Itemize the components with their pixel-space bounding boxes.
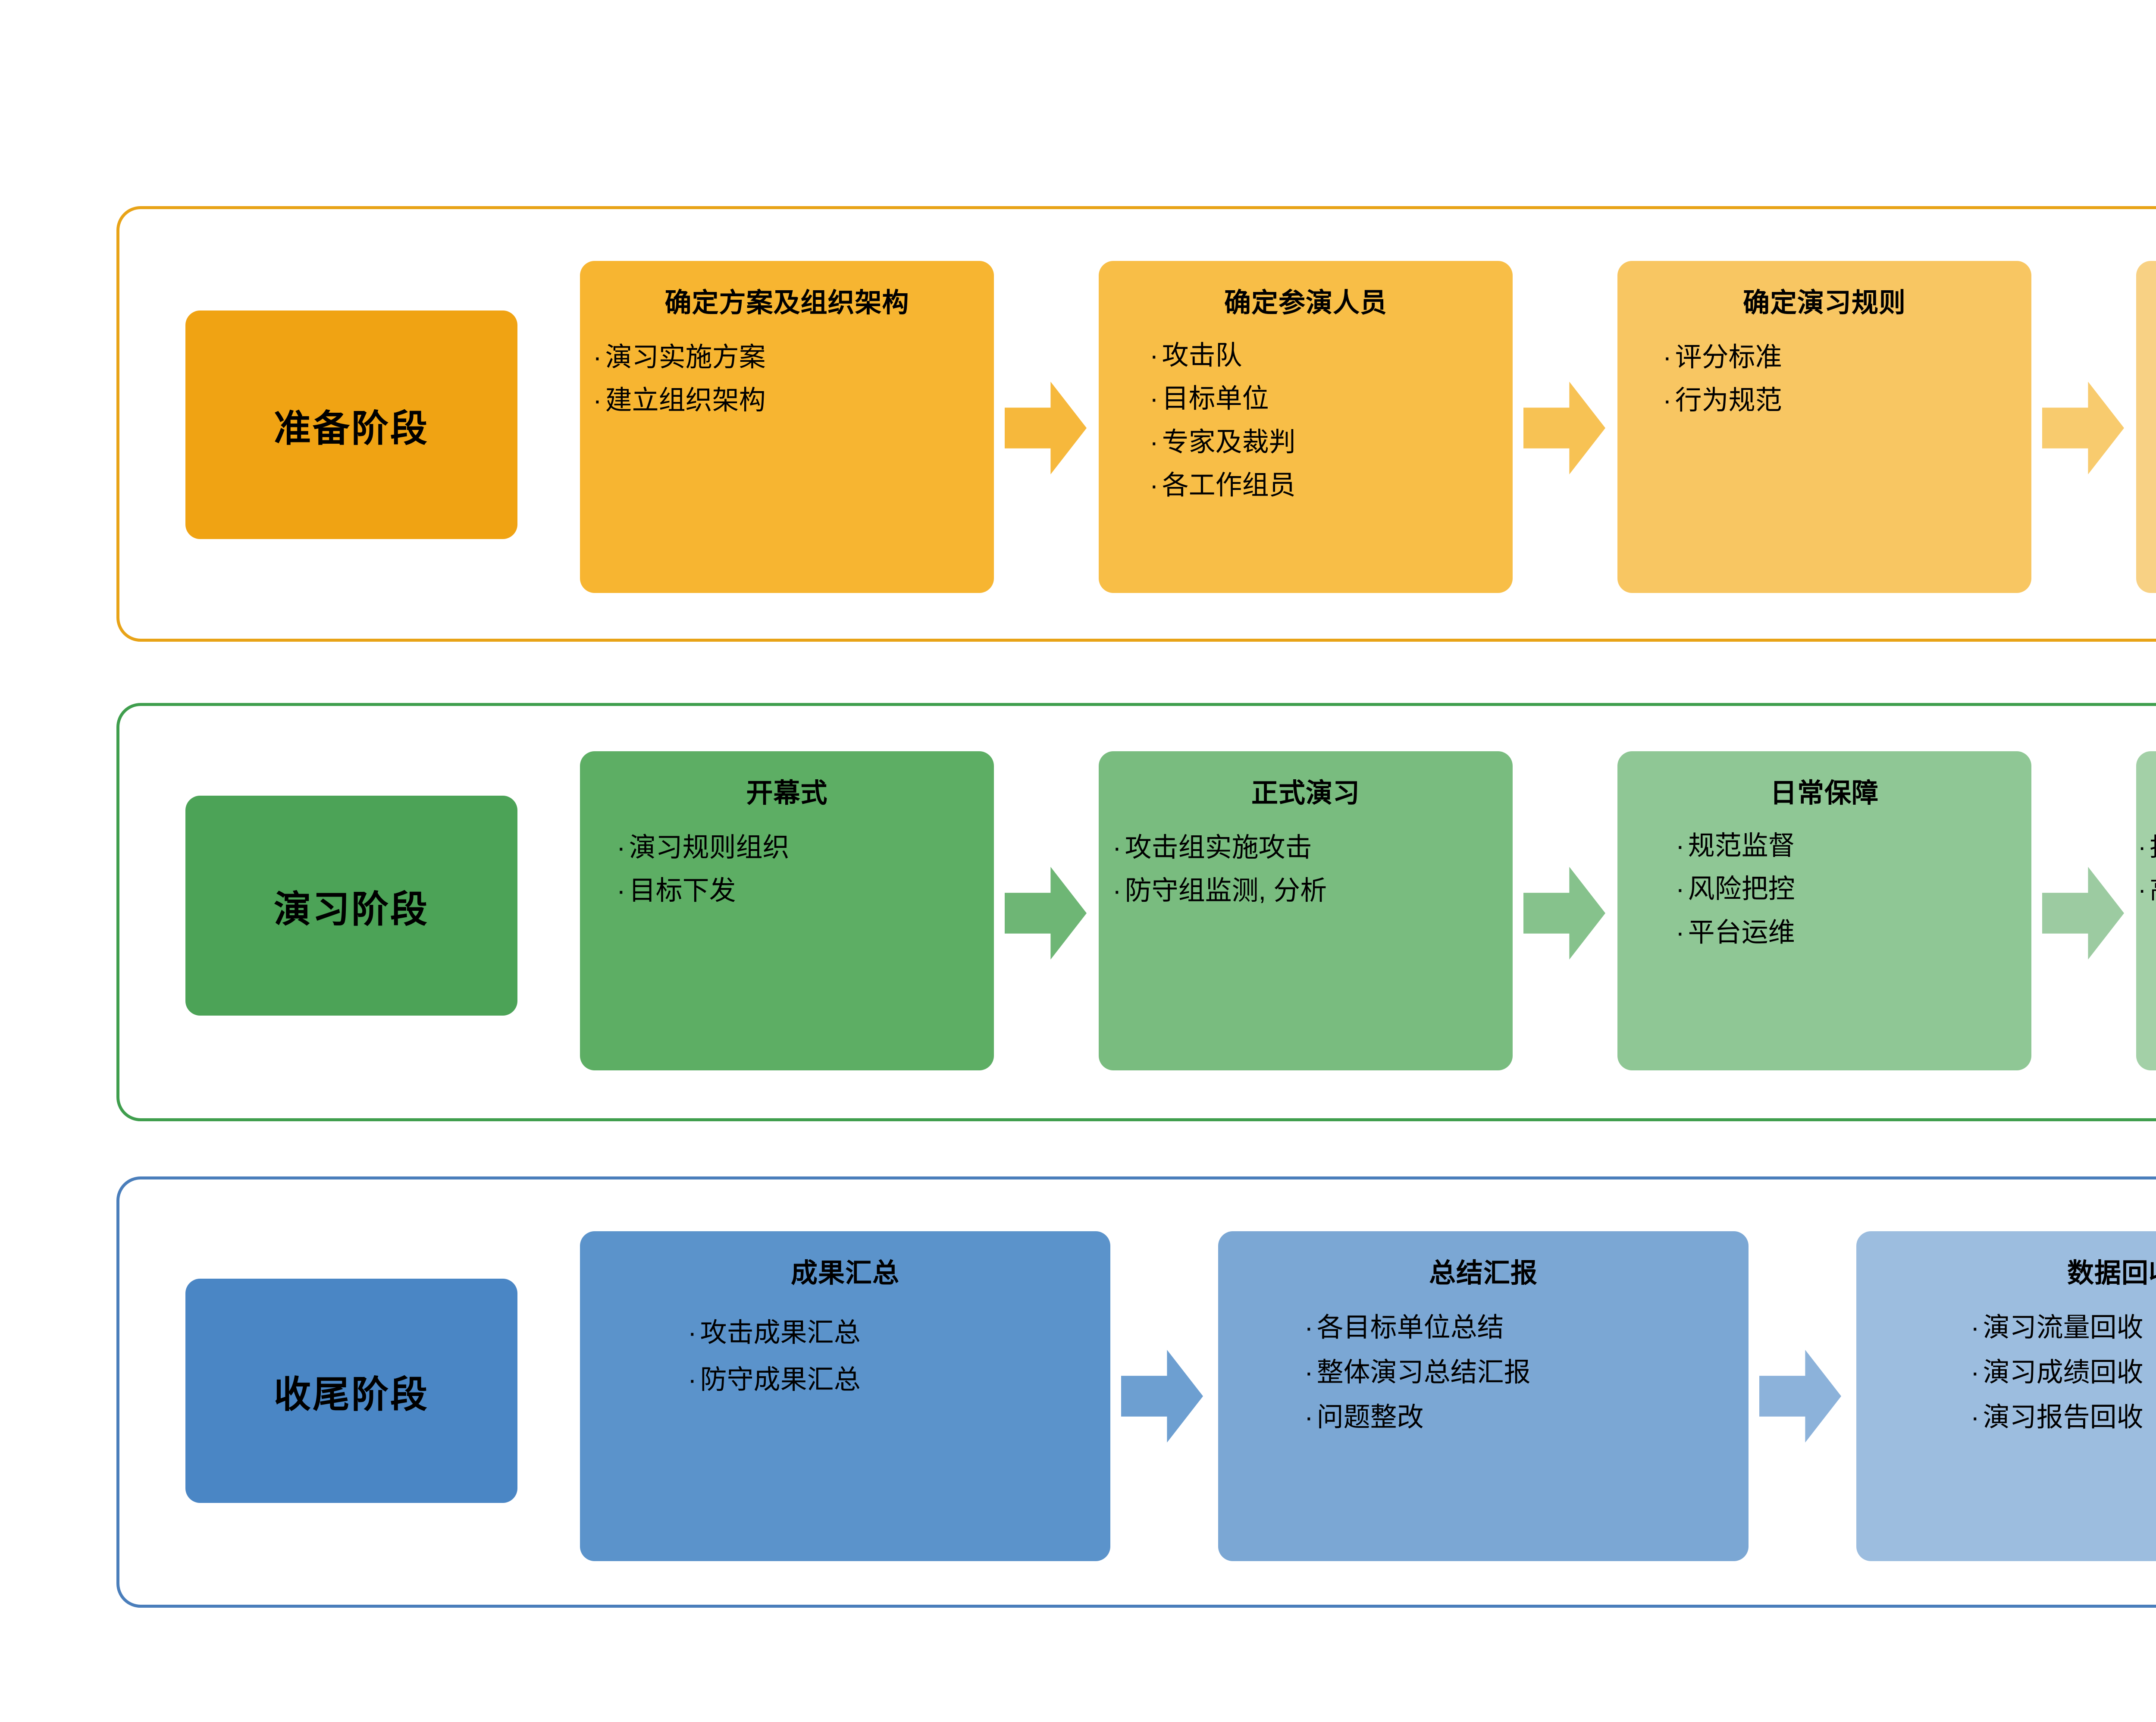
step-card-title: 确定方案及组织架构 [664, 288, 909, 318]
list-item: ·规范监督 [1676, 831, 1795, 861]
step-card-list: ·演习规则组织 ·目标下发 [580, 826, 994, 913]
step-card-title: 确定参演人员 [1224, 288, 1387, 318]
list-item: ·防守成果汇总 [688, 1364, 861, 1395]
step-card-orange-3[interactable]: 确定演习规则 ·评分标准 ·行为规范 [1617, 261, 2031, 593]
list-item: ·演习流量回收 [1971, 1313, 2143, 1342]
bullet-icon: · [593, 386, 602, 416]
list-item: ·整体演习总结汇报 [1304, 1358, 1531, 1388]
list-item: ·演习实施方案 [593, 342, 766, 372]
bullet-icon: · [593, 342, 602, 372]
bullet-icon: · [1971, 1402, 1980, 1433]
phase-chip-closing[interactable]: 收尾阶段 [185, 1279, 517, 1503]
bullet-icon: · [1112, 876, 1122, 906]
step-card-blue-3[interactable]: 数据回收 ·演习流量回收 ·演习成绩回收 ·演习报告回收 [1856, 1231, 2156, 1561]
step-card-list: ·规范监督 ·风险把控 ·平台运维 [1617, 825, 2031, 954]
list-item: ·攻击成果汇总 [688, 1318, 861, 1348]
phase-chip-exercise[interactable]: 演习阶段 [185, 796, 517, 1016]
step-card-title: 日常保障 [1770, 778, 1879, 808]
step-card-list: ·演习实施方案 ·建立组织架构 [580, 336, 994, 423]
list-item: ·报告评审、打分 [2138, 826, 2156, 869]
bullet-icon: · [1150, 341, 1159, 370]
bullet-icon: · [1971, 1358, 1980, 1388]
bullet-icon: · [1663, 386, 1672, 416]
bullet-icon: · [688, 1318, 697, 1348]
phase-chip-label: 准备阶段 [274, 408, 429, 449]
bullet-icon: · [688, 1364, 697, 1395]
list-item: ·高危操作会审、研判 [2138, 869, 2156, 912]
bullet-icon: · [1150, 427, 1159, 457]
step-card-list: ·演习流量回收 ·演习成绩回收 ·演习报告回收 [1856, 1305, 2156, 1440]
list-item: ·演习报告回收 [1971, 1402, 2143, 1433]
list-item: ·行为规范 [1663, 386, 1782, 416]
step-card-title: 数据回收 [2067, 1258, 2156, 1288]
step-card-list: ·演习场地 ·演习平台 ·通讯工具 [2136, 334, 2156, 464]
list-item: ·目标单位 [1150, 384, 1269, 414]
bullet-icon: · [1150, 384, 1159, 414]
bullet-icon: · [1304, 1313, 1313, 1342]
bullet-icon: · [2138, 833, 2147, 861]
list-item: ·攻击组实施攻击 [1112, 833, 1312, 863]
bullet-icon: · [1676, 917, 1685, 947]
list-item: ·专家及裁判 [1150, 427, 1296, 457]
step-card-title: 开幕式 [746, 778, 828, 808]
step-card-green-3[interactable]: 日常保障 ·规范监督 ·风险把控 ·平台运维 [1617, 751, 2031, 1070]
list-item: ·平台运维 [1676, 917, 1795, 947]
step-card-list: ·攻击成果汇总 ·防守成果汇总 [580, 1310, 1110, 1403]
list-item: ·目标下发 [617, 876, 736, 906]
list-item: ·防守组监测, 分析 [1112, 876, 1327, 906]
step-card-orange-4[interactable]: 准备演习环境 ·演习场地 ·演习平台 ·通讯工具 [2136, 261, 2156, 593]
step-card-list: ·攻击队 ·目标单位 ·专家及裁判 ·各工作组员 [1099, 334, 1513, 508]
step-card-blue-2[interactable]: 总结汇报 ·各目标单位总结 ·整体演习总结汇报 ·问题整改 [1218, 1231, 1749, 1561]
list-item: ·攻击队 [1150, 341, 1242, 370]
bullet-icon: · [1150, 470, 1159, 501]
step-card-green-1[interactable]: 开幕式 ·演习规则组织 ·目标下发 [580, 751, 994, 1070]
list-item: ·评分标准 [1663, 342, 1782, 372]
list-item: ·各目标单位总结 [1304, 1313, 1504, 1342]
bullet-icon: · [1676, 874, 1685, 904]
list-item: ·建立组织架构 [593, 386, 766, 416]
list-item: ·问题整改 [1304, 1402, 1424, 1433]
bullet-icon: · [1971, 1313, 1980, 1342]
step-card-list: ·各目标单位总结 ·整体演习总结汇报 ·问题整改 [1218, 1305, 1749, 1440]
phase-chip-label: 收尾阶段 [274, 1374, 429, 1415]
step-card-list: ·评分标准 ·行为规范 [1617, 336, 2031, 423]
step-card-title: 正式演习 [1251, 778, 1360, 808]
bullet-icon: · [617, 833, 626, 863]
bullet-icon: · [617, 876, 626, 906]
phase-chip-preparation[interactable]: 准备阶段 [185, 311, 517, 539]
bullet-icon: · [1304, 1402, 1313, 1433]
bullet-icon: · [1663, 342, 1672, 372]
bullet-icon: · [2138, 875, 2147, 904]
step-card-title: 确定演习规则 [1742, 288, 1906, 318]
list-item: ·演习成绩回收 [1971, 1358, 2143, 1388]
step-card-blue-1[interactable]: 成果汇总 ·攻击成果汇总 ·防守成果汇总 [580, 1231, 1110, 1561]
list-item: ·风险把控 [1676, 874, 1795, 904]
bullet-icon: · [1676, 831, 1685, 861]
step-card-title: 成果汇总 [790, 1258, 899, 1288]
phase-chip-label: 演习阶段 [274, 888, 429, 930]
step-card-green-4[interactable]: 成果研判 ·报告评审、打分 ·高危操作会审、研判 [2136, 751, 2156, 1070]
step-card-orange-2[interactable]: 确定参演人员 ·攻击队 ·目标单位 ·专家及裁判 ·各工作组员 [1099, 261, 1513, 593]
step-card-list: ·攻击组实施攻击 ·防守组监测, 分析 [1099, 826, 1513, 913]
step-card-green-2[interactable]: 正式演习 ·攻击组实施攻击 ·防守组监测, 分析 [1099, 751, 1513, 1070]
step-card-title: 总结汇报 [1429, 1258, 1538, 1288]
bullet-icon: · [1304, 1358, 1313, 1388]
list-item: ·各工作组员 [1150, 470, 1296, 501]
bullet-icon: · [1112, 833, 1122, 863]
step-card-orange-1[interactable]: 确定方案及组织架构 ·演习实施方案 ·建立组织架构 [580, 261, 994, 593]
list-item: ·演习规则组织 [617, 833, 790, 863]
step-card-list: ·报告评审、打分 ·高危操作会审、研判 [2136, 826, 2156, 911]
